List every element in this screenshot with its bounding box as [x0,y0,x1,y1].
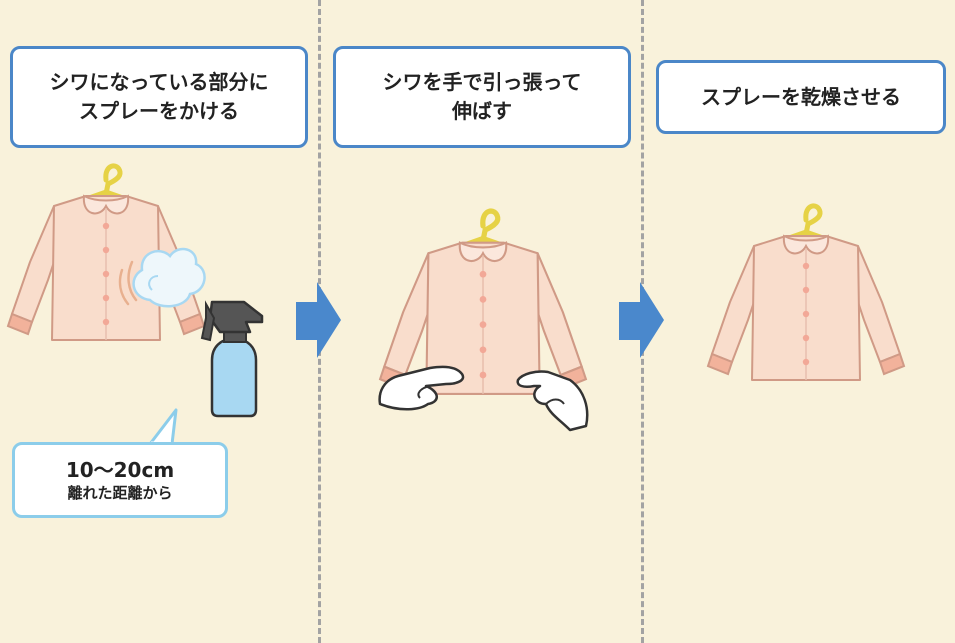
distance-text: 離れた距離から [67,483,173,502]
shirt-icon-step-3 [708,206,904,380]
arrow-right-icon-2 [619,282,664,358]
step-2-line-2: 伸ばす [452,99,512,123]
distance-note: 10〜20cm 離れた距離から [12,442,228,518]
step-1-line-2: スプレーをかける [79,99,239,123]
step-1-box: シワになっている部分に スプレーをかける [10,46,308,148]
spray-bottle-icon [200,300,264,418]
step-3-line-1: スプレーを乾燥させる [701,84,901,109]
hand-icon-left [378,365,465,411]
note-pointer [148,408,178,445]
step-2-line-1: シワを手で引っ張って [382,70,582,94]
step-1-line-1: シワになっている部分に [49,70,269,94]
arrow-right-icon-1 [296,282,341,358]
shirt-icon-step-2 [380,211,586,394]
hand-icon-right [516,370,589,432]
step-2-box: シワを手で引っ張って 伸ばす [333,46,631,148]
shirt-icon-step-1 [8,166,204,340]
step-3-box: スプレーを乾燥させる [656,60,946,134]
distance-value: 10〜20cm [65,457,175,482]
mist-icon [132,247,206,308]
